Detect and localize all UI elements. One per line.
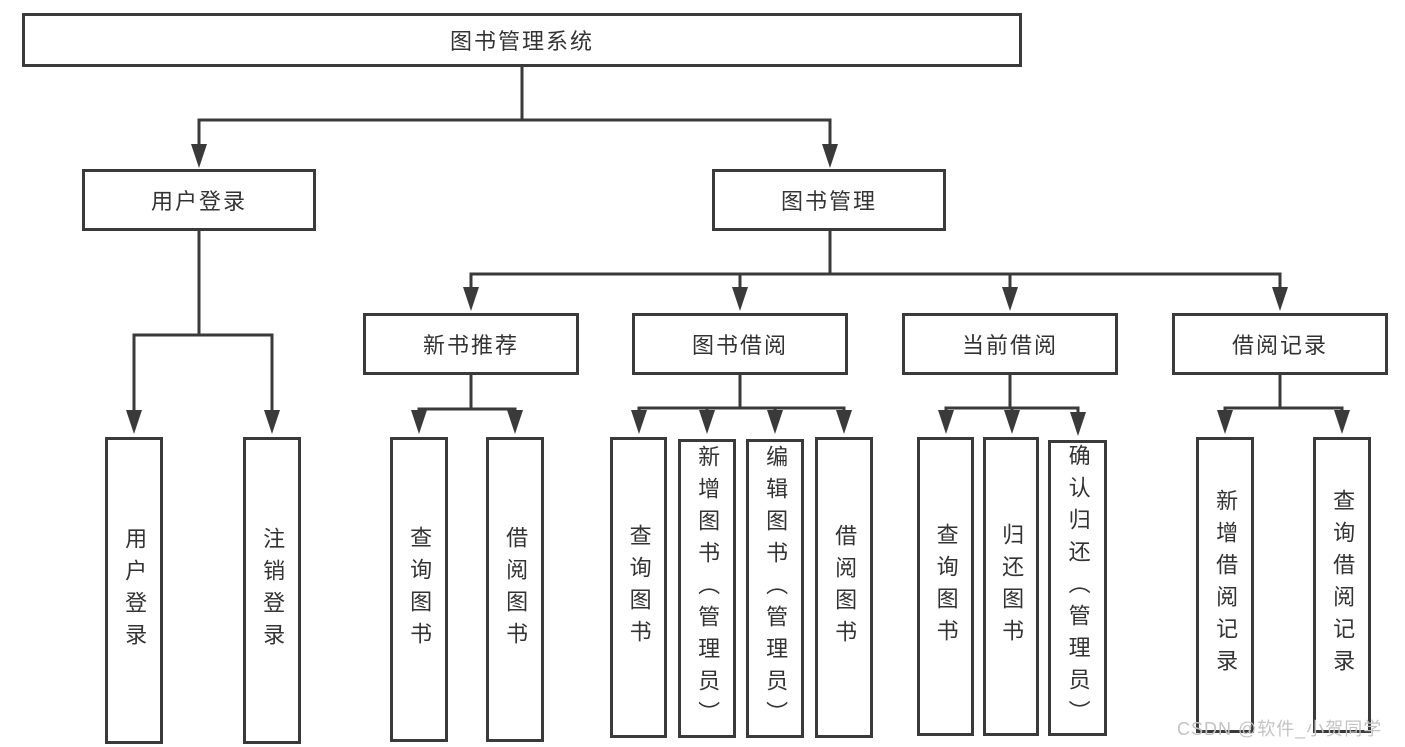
arrowhead-icon	[1070, 412, 1086, 436]
leaf-add-borrow-record: 新增借阅记录	[1196, 437, 1254, 733]
node-label: 用户登录	[150, 189, 247, 214]
node-label: 图书管理	[780, 189, 877, 214]
node-label: 查询图书	[933, 522, 959, 651]
node-label: 借阅记录	[1231, 333, 1328, 358]
arrowhead-icon	[631, 410, 647, 434]
leaf-logout: 注销登录	[243, 437, 301, 744]
node-label: 图书管理系统	[449, 29, 594, 54]
node-label: 用户登录	[122, 526, 148, 655]
arrowhead-icon	[264, 410, 280, 434]
node-label: 确认归还（管理员）	[1065, 444, 1091, 732]
node-label: 新增图书（管理员）	[695, 444, 721, 733]
arrowhead-icon	[938, 410, 954, 434]
leaf-query-books-recommend: 查询图书	[390, 437, 448, 742]
node-book-borrowing: 图书借阅	[632, 313, 848, 375]
arrowhead-icon	[767, 410, 783, 434]
node-label: 借阅图书	[832, 523, 858, 652]
node-book-management: 图书管理	[712, 169, 946, 231]
arrowhead-icon	[1002, 287, 1018, 311]
arrowhead-icon	[836, 410, 852, 434]
arrowhead-icon	[1217, 410, 1233, 434]
node-label: 编辑图书（管理员）	[763, 444, 789, 733]
arrowhead-icon	[732, 287, 748, 311]
node-label: 当前借阅	[961, 333, 1058, 358]
leaf-user-login: 用户登录	[105, 437, 163, 744]
node-library-management-system: 图书管理系统	[22, 13, 1022, 67]
arrowhead-icon	[1334, 410, 1350, 434]
leaf-query-books-current: 查询图书	[917, 437, 974, 736]
node-label: 查询借阅记录	[1330, 489, 1356, 681]
leaf-query-books-borrow: 查询图书	[610, 437, 667, 738]
leaf-confirm-return-admin: 确认归还（管理员）	[1048, 440, 1107, 736]
node-borrowing-records: 借阅记录	[1172, 313, 1388, 375]
arrowhead-icon	[699, 410, 715, 434]
leaf-borrow-books-recommend: 借阅图书	[486, 437, 544, 742]
leaf-return-books: 归还图书	[983, 437, 1039, 736]
arrowhead-icon	[126, 410, 142, 434]
csdn-watermark: CSDN @软件_小贺同学	[1177, 719, 1383, 739]
connector-path	[132, 65, 1344, 411]
node-label: 借阅图书	[503, 525, 529, 654]
node-label: 查询图书	[407, 525, 433, 654]
arrowhead-icon	[1004, 410, 1020, 434]
node-user-login: 用户登录	[82, 169, 316, 231]
node-label: 图书借阅	[691, 333, 788, 358]
arrowhead-icon	[507, 410, 523, 434]
arrowhead-icon	[822, 144, 838, 168]
leaf-query-borrow-record: 查询借阅记录	[1313, 437, 1371, 733]
node-label: 归还图书	[999, 522, 1025, 651]
node-label: 查询图书	[626, 523, 652, 652]
arrowhead-icon	[411, 410, 427, 434]
node-new-book-recommendation: 新书推荐	[363, 313, 579, 375]
arrowhead-icon	[191, 144, 207, 168]
arrowhead-icon	[463, 287, 479, 311]
leaf-add-book-admin: 新增图书（管理员）	[678, 439, 736, 738]
leaf-borrow-books-borrow: 借阅图书	[815, 437, 873, 738]
node-current-borrowing: 当前借阅	[902, 313, 1118, 375]
node-label: 注销登录	[260, 526, 286, 655]
node-label: 新增借阅记录	[1213, 489, 1239, 681]
node-label: 新书推荐	[422, 333, 519, 358]
arrowhead-icon	[1272, 287, 1288, 311]
leaf-edit-book-admin: 编辑图书（管理员）	[746, 439, 804, 738]
